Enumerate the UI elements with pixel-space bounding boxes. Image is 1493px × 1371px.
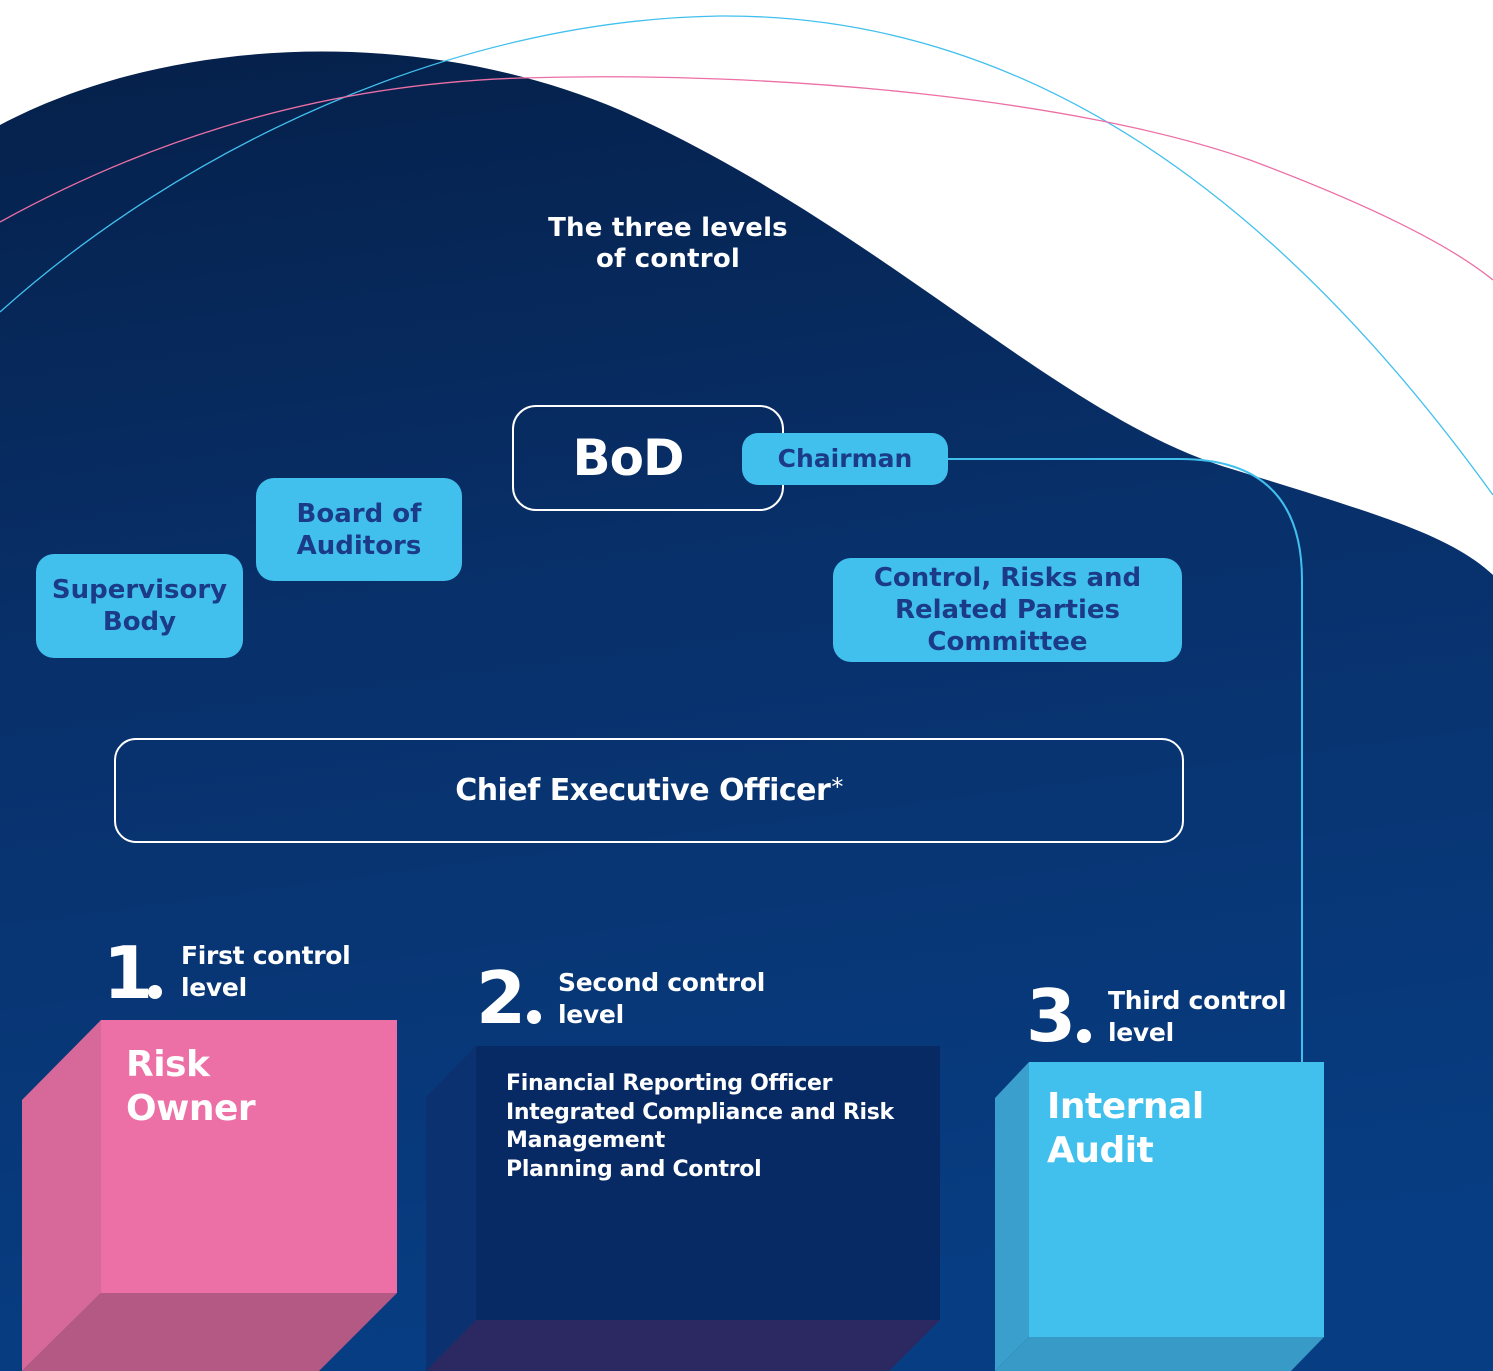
chairman-to-internal-audit-connector: [948, 458, 1303, 1062]
internal-audit-title: Internal Audit: [1047, 1086, 1204, 1171]
ceo-box: Chief Executive Officer*: [114, 738, 1184, 843]
level-1-label: First control level: [181, 941, 351, 1002]
level-1-number: 1: [103, 931, 153, 1015]
diagram-title: The three levels of control: [548, 213, 788, 274]
level-1-dot: [148, 985, 162, 999]
level-3-number: 3: [1026, 974, 1076, 1058]
decorative-cyan-curve: [0, 15, 1493, 496]
supervisory-body-box: Supervisory Body: [36, 554, 243, 658]
level-2-dot: [527, 1010, 541, 1024]
level-3-label: Third control level: [1108, 986, 1287, 1047]
function-financial-reporting-officer: Financial Reporting Officer: [506, 1071, 833, 1096]
function-management: Management: [506, 1128, 665, 1154]
level-2-label: Second control level: [558, 968, 765, 1029]
supervisory-body-label: Supervisory Body: [51, 575, 228, 637]
bod-box: BoD: [512, 405, 784, 511]
function-planning-and-control: Planning and Control: [506, 1157, 762, 1183]
chairman-label: Chairman: [777, 444, 913, 473]
risk-owner-title: Risk Owner: [126, 1044, 256, 1129]
control-risks-committee-label: Control, Risks and Related Parties Commi…: [873, 563, 1142, 657]
board-of-auditors-box: Board of Auditors: [256, 478, 462, 581]
ceo-label: Chief Executive Officer: [455, 773, 831, 808]
bod-label: BoD: [572, 429, 685, 487]
risk-owner-block: [22, 1020, 397, 1371]
second-level-functions: Financial Reporting Officer Integrated C…: [506, 1070, 894, 1185]
control-risks-committee-box: Control, Risks and Related Parties Commi…: [833, 558, 1182, 662]
chairman-pill: Chairman: [742, 433, 948, 485]
function-integrated-compliance-risk: Integrated Compliance and Risk: [506, 1099, 894, 1125]
level-3-dot: [1077, 1029, 1091, 1043]
internal-audit-block: [995, 1062, 1324, 1371]
ceo-footnote-mark: *: [831, 772, 843, 801]
second-level-block: [426, 1046, 940, 1371]
decorative-pink-curve: [0, 76, 1493, 281]
board-of-auditors-label: Board of Auditors: [296, 498, 422, 561]
level-2-number: 2: [476, 956, 526, 1040]
